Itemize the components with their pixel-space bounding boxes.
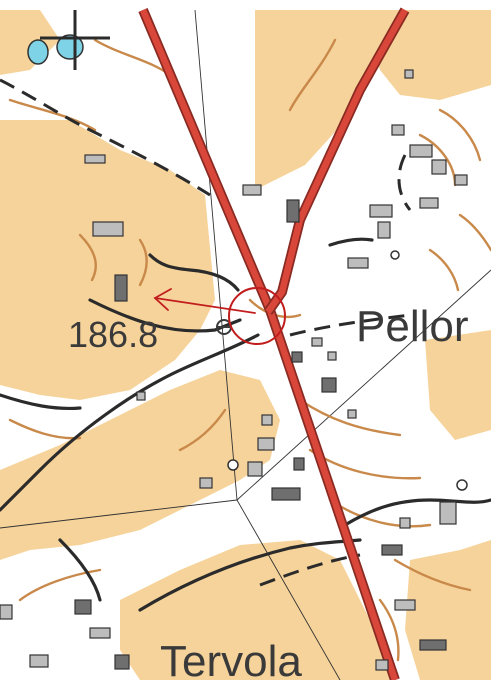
pond <box>27 39 49 65</box>
building <box>271 487 301 501</box>
buildings <box>0 69 468 671</box>
building <box>291 351 303 363</box>
grid-line-vertical <box>194 9 238 501</box>
building <box>375 659 389 671</box>
dashed-path-east <box>289 313 411 337</box>
building <box>369 204 393 218</box>
minor-road-southwest <box>0 333 260 512</box>
building <box>286 199 300 223</box>
contour-line <box>393 558 472 592</box>
contour-line <box>458 213 491 252</box>
building <box>347 257 369 269</box>
contour-line <box>298 398 402 437</box>
point-features <box>227 250 468 491</box>
building <box>321 377 337 393</box>
building <box>114 274 128 302</box>
building <box>257 437 275 451</box>
building <box>347 409 357 419</box>
minor-road-to-point <box>88 298 242 333</box>
survey-cross <box>40 10 110 70</box>
contour-line <box>18 568 102 602</box>
open-land-right-lower <box>425 330 491 440</box>
building <box>136 391 146 401</box>
minor-road-west-branch <box>0 393 82 410</box>
grid-line-horizontal <box>0 499 238 529</box>
grid-line-diagonal-down <box>236 499 341 680</box>
dashed-path-south <box>259 553 361 587</box>
contour-line <box>138 238 148 287</box>
minor-road-south <box>138 538 362 612</box>
building <box>89 627 111 639</box>
building <box>92 221 124 237</box>
building <box>247 461 263 477</box>
building <box>114 654 130 670</box>
building <box>391 124 405 136</box>
building <box>242 184 262 196</box>
arrow-left-icon <box>153 288 256 314</box>
building <box>454 174 468 186</box>
building <box>394 599 416 611</box>
building <box>431 159 447 175</box>
open-land-bottom-left <box>0 370 280 560</box>
place-name-tervola: Tervola <box>160 637 302 680</box>
contour-line <box>78 233 97 282</box>
open-land-bottom <box>120 540 390 680</box>
building <box>419 639 447 651</box>
open-land-top-left <box>0 10 60 75</box>
contour-line <box>8 98 97 132</box>
building <box>311 337 323 347</box>
place-name-pellor: Pellor <box>356 302 469 351</box>
building <box>293 457 305 471</box>
minor-road-cul <box>58 538 102 602</box>
grid-line-diagonal-up <box>236 269 491 501</box>
dashed-path-right-arc <box>397 154 412 211</box>
building <box>409 144 433 158</box>
building <box>29 654 49 668</box>
building <box>404 69 414 79</box>
building <box>399 517 411 529</box>
building <box>381 544 403 556</box>
building <box>439 501 457 525</box>
dashed-path-northwest <box>0 78 211 197</box>
contour-line <box>428 248 460 292</box>
building <box>261 414 273 426</box>
building <box>327 351 337 361</box>
grid-lines <box>0 9 491 680</box>
main-road-east <box>265 8 408 314</box>
spot-height-label: 186.8 <box>68 314 158 355</box>
open-land-top-center <box>255 10 395 190</box>
building <box>0 604 13 620</box>
building <box>199 477 213 489</box>
minor-road-left-loop <box>148 253 240 292</box>
target-circle-icon[interactable] <box>228 287 286 345</box>
dashed-paths <box>0 78 412 587</box>
contour-line <box>178 408 227 452</box>
building <box>419 197 439 209</box>
contour-line <box>8 418 82 440</box>
open-land-bottom-right <box>405 540 491 680</box>
main-roads <box>138 7 410 680</box>
minor-road-east-upper <box>328 237 374 247</box>
minor-roads <box>0 237 491 612</box>
open-land-left-upper <box>0 120 215 400</box>
minor-road-east-lower <box>343 498 491 527</box>
building <box>84 154 106 164</box>
contour-line <box>378 598 400 662</box>
contour-line <box>438 108 482 162</box>
building <box>377 221 391 239</box>
building <box>74 599 92 615</box>
contour-line <box>288 38 337 112</box>
